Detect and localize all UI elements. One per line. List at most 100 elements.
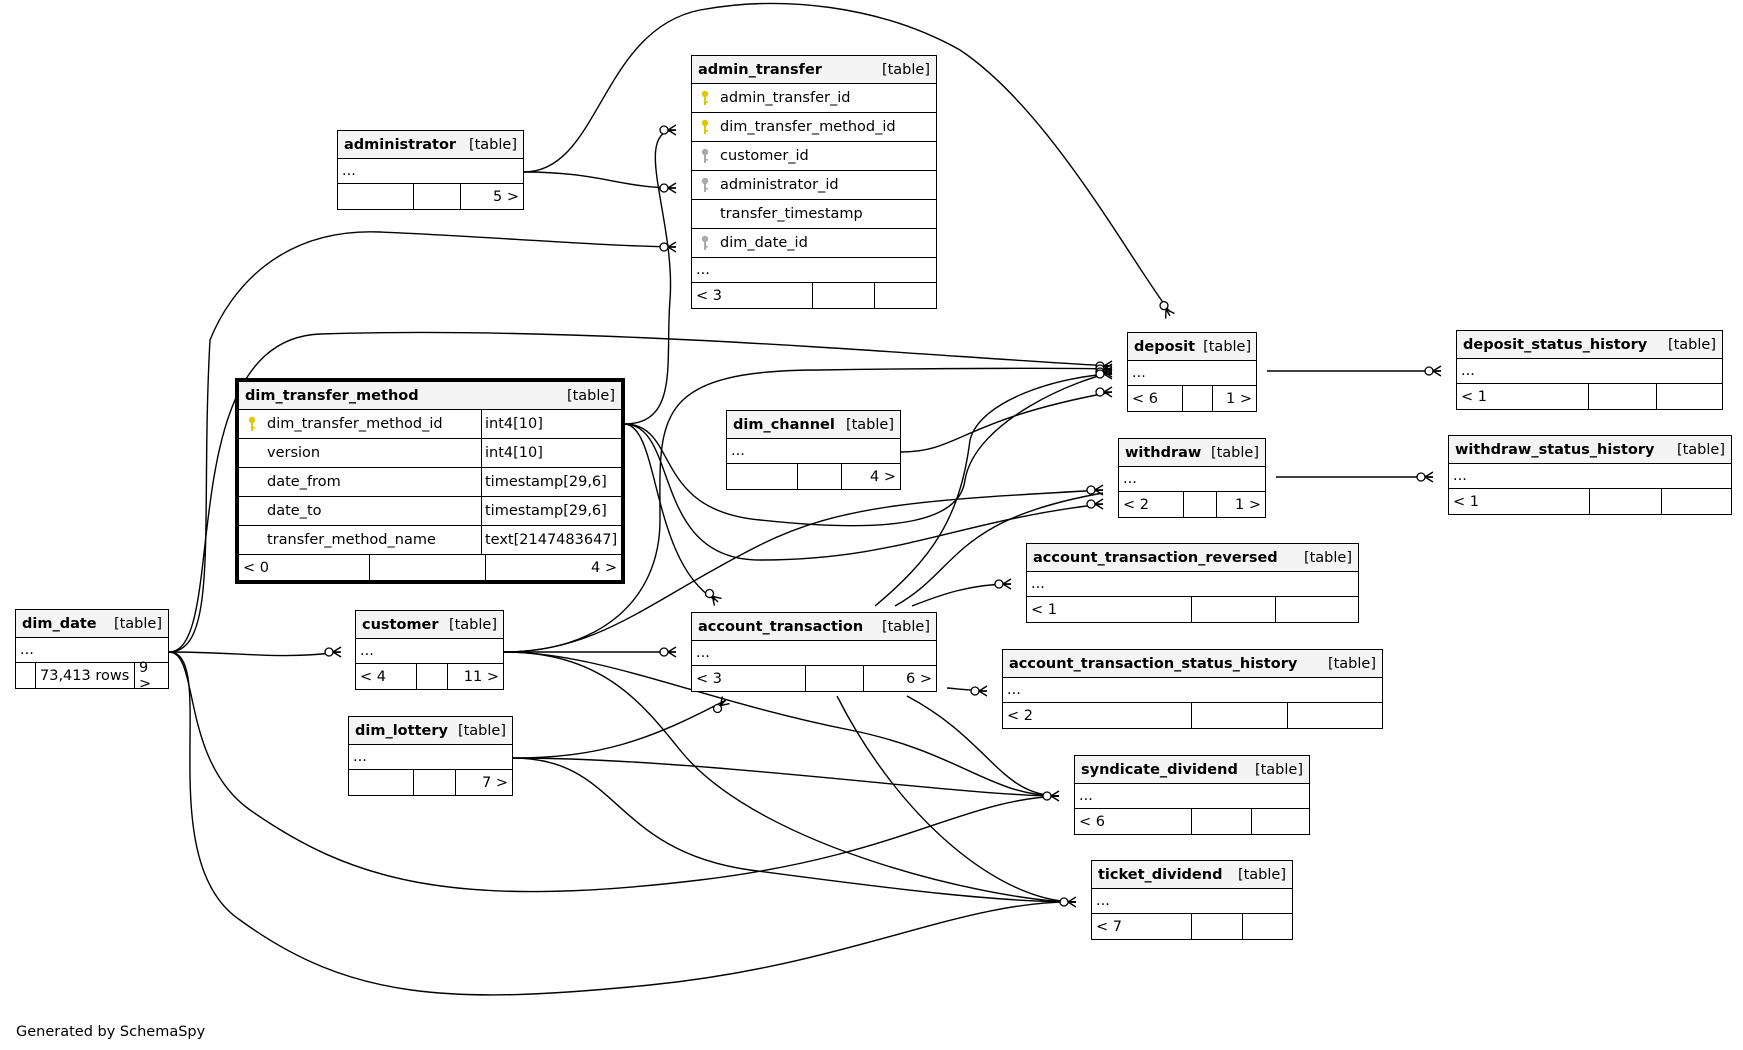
column-type: int4[10] [481,410,621,438]
rows-count [1191,703,1287,728]
table-withdraw-status-history[interactable]: withdraw_status_history[table] ... < 1 [1448,435,1732,515]
columns-ellipsis: ... [353,749,367,765]
table-admin-transfer[interactable]: admin_transfer[table] admin_transfer_id … [691,55,937,309]
columns-ellipsis: ... [1453,468,1467,484]
relationship-deposit-to-administrator [523,2,1171,313]
crows-foot-deposit-status-history [1424,365,1442,377]
relationship-ticket-dividend-to-account-transaction [836,695,1077,903]
children-count: 1 > [1212,386,1256,411]
children-count: 4 > [485,555,621,580]
parents-count: < 2 [1007,707,1033,724]
children-count: 7 > [455,770,512,795]
children-count: 11 > [447,664,503,689]
table-name: dim_transfer_method [245,387,419,404]
relationship-ticket-dividend-to-customer [503,651,1077,903]
crows-foot-withdraw [1086,484,1104,496]
table-type: [table] [1210,444,1259,461]
columns-ellipsis: ... [731,443,745,459]
relationship-customer-to-dim-date [168,651,341,657]
crows-foot-customer [324,646,342,658]
table-type: [table] [881,618,930,635]
table-dim-lottery[interactable]: dim_lottery[table] ... 7 > [348,716,513,796]
foreign-key-icon [692,177,718,193]
primary-key-icon [692,119,718,135]
relationship-withdraw-to-account-transaction [894,492,1104,607]
parents-count [16,663,35,688]
table-account-transaction-status-history[interactable]: account_transaction_status_history[table… [1002,649,1383,729]
column-type: timestamp[29,6] [481,468,621,496]
crows-foot-admin-transfer [659,182,677,194]
column-row: customer_id [692,142,936,171]
children-count: 5 > [460,184,523,209]
children-count [1275,597,1358,622]
relationship-ticket-dividend-to-dim-date [168,651,1077,996]
parents-count: < 3 [696,670,722,687]
column-type: int4[10] [481,439,621,467]
table-deposit-status-history[interactable]: deposit_status_history[table] ... < 1 [1456,330,1723,410]
column-name: transfer_method_name [267,532,436,548]
table-type: [table] [113,615,162,632]
crows-foot-withdraw-status-history [1416,471,1434,483]
relationship-syndicate-dividend-to-dim-lottery [512,757,1060,797]
column-name: customer_id [720,148,809,164]
table-type: [table] [1237,866,1286,883]
relationship-withdraw-to-customer [503,489,1104,653]
parents-count: < 3 [696,287,722,304]
crows-foot-deposit [1095,368,1113,380]
table-ticket-dividend[interactable]: ticket_dividend[table] ... < 7 [1091,860,1293,940]
columns-ellipsis: ... [20,642,34,658]
foreign-key-icon [692,148,718,164]
crows-foot-account-transaction-status-history [970,685,988,697]
crows-foot-deposit [1095,386,1113,398]
columns-ellipsis: ... [1096,893,1110,909]
table-syndicate-dividend[interactable]: syndicate_dividend[table] ... < 6 [1074,755,1310,835]
relationship-syndicate-dividend-to-dim-date [168,651,1060,893]
parents-count [338,184,413,209]
rows-count [812,283,874,308]
column-row: transfer_timestamp [692,200,936,229]
column-name: version [267,445,321,461]
relationship-deposit-to-dim-date [168,331,1113,653]
columns-ellipsis: ... [1123,471,1137,487]
table-name: administrator [344,136,457,153]
column-name: dim_transfer_method_id [720,119,896,135]
crows-foot-admin-transfer [659,241,677,253]
columns-ellipsis: ... [1007,682,1021,698]
relationship-syndicate-dividend-to-account-transaction [906,695,1060,797]
relationship-deposit-to-customer [503,367,1113,653]
table-type: [table] [457,722,506,739]
rows-count [1588,384,1656,409]
table-type: [table] [881,61,930,78]
table-name: ticket_dividend [1098,866,1223,883]
column-type: timestamp[29,6] [481,497,621,525]
parents-count: < 4 [360,668,386,685]
table-dim-channel[interactable]: dim_channel[table] ... 4 > [726,410,901,490]
columns-ellipsis: ... [1031,576,1045,592]
table-name: account_transaction_reversed [1033,549,1278,566]
table-name: withdraw_status_history [1455,441,1655,458]
column-name: date_to [267,503,322,519]
table-name: deposit [1134,338,1196,355]
column-name: transfer_timestamp [720,206,863,222]
rows-count [1191,597,1275,622]
rows-count [1183,492,1216,517]
column-row: version int4[10] [239,439,621,468]
rows-count [1191,914,1242,939]
parents-count: < 1 [1453,493,1479,510]
columns-ellipsis: ... [342,163,356,179]
parents-count: < 1 [1031,601,1057,618]
relationship-ticket-dividend-to-dim-lottery [512,757,1077,903]
table-account-transaction-reversed[interactable]: account_transaction_reversed[table] ... … [1026,543,1359,623]
table-administrator[interactable]: administrator[table] ... 5 > [337,130,524,210]
columns-ellipsis: ... [1461,363,1475,379]
relationship-deposit-to-dim-transfer-method [623,372,1113,527]
columns-ellipsis: ... [360,643,374,659]
table-dim-transfer-method[interactable]: dim_transfer_method[table] dim_transfer_… [235,378,625,584]
